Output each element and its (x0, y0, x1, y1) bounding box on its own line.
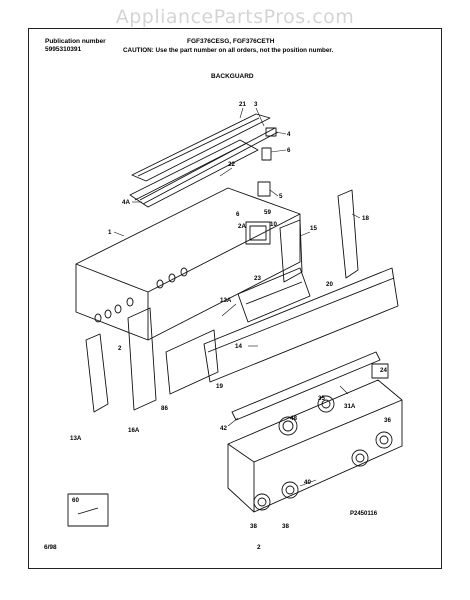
callout-21: 21 (239, 101, 246, 108)
rear-panel (75, 187, 301, 341)
callout-40: 40 (304, 479, 311, 486)
callout-36: 36 (384, 417, 391, 424)
callout-86: 86 (161, 405, 168, 412)
callout-6b: 6 (236, 211, 240, 218)
callout-4a: 4A (122, 199, 130, 206)
callout-16a: 16A (128, 427, 140, 434)
callout-31a: 31A (344, 403, 356, 410)
publication-label: Publication number (45, 38, 106, 45)
callout-19: 19 (216, 383, 223, 390)
caution-note: CAUTION: Use the part number on all orde… (123, 47, 334, 54)
callout-6: 6 (287, 147, 291, 154)
left-end-cap (127, 307, 157, 411)
callout-18: 18 (362, 215, 369, 222)
panel-holes (94, 267, 188, 323)
callout-15: 15 (310, 225, 317, 232)
control-knobs (253, 395, 393, 511)
callout-38-left: 38 (250, 523, 257, 530)
callout-13a-lower: 13A (70, 435, 82, 442)
callout-35: 35 (318, 395, 325, 402)
callout-60: 60 (72, 497, 79, 504)
publication-number: 5995310391 (45, 46, 82, 53)
control-console (203, 267, 399, 383)
footer-page-number: 2 (257, 544, 261, 551)
callout-3: 3 (254, 101, 258, 108)
callout-2a: 2A (238, 223, 246, 230)
callout-20: 20 (326, 281, 333, 288)
screw-detail-box (67, 493, 109, 527)
footer-date: 6/98 (44, 544, 57, 551)
callout-2: 2 (118, 345, 122, 352)
model-numbers: FGF376CESG, FGF376CETH (187, 38, 275, 45)
callout-1: 1 (108, 229, 112, 236)
callout-59: 59 (264, 209, 271, 216)
callout-42: 42 (220, 425, 227, 432)
callout-4: 4 (287, 131, 291, 138)
callout-10: 10 (270, 221, 277, 228)
publication-block: Publication number 5995310391 (45, 38, 106, 54)
top-trim (131, 113, 271, 182)
callout-13a: 13A (220, 297, 232, 304)
right-end-cap (337, 189, 359, 279)
callout-38-right: 38 (282, 523, 289, 530)
callout-14: 14 (235, 343, 242, 350)
section-title: BACKGUARD (211, 73, 254, 80)
callout-5: 5 (279, 193, 283, 200)
top-channel (129, 139, 259, 208)
watermark: AppliancePartsPros.com (115, 6, 355, 28)
page-border (28, 28, 442, 569)
callout-22: 22 (228, 161, 235, 168)
callout-24: 24 (380, 367, 387, 374)
callout-48: 48 (290, 415, 297, 422)
callout-23: 23 (254, 275, 261, 282)
lower-control-panel (227, 379, 403, 513)
diagram-code: P2450116 (350, 511, 378, 517)
